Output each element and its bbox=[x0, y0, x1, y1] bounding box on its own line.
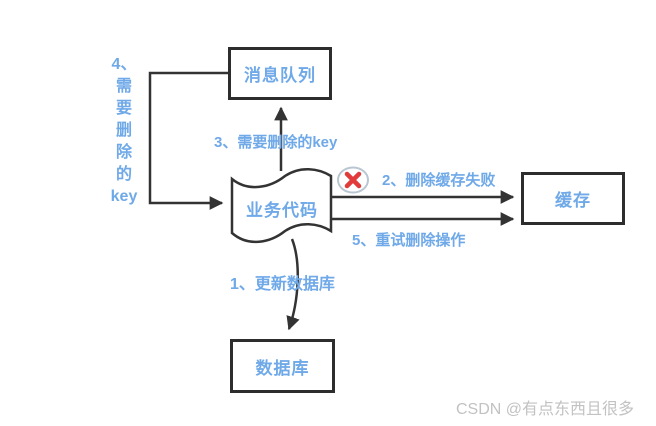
edge-step1-update-db bbox=[286, 238, 300, 331]
edge-label-step3: 3、需要删除的key bbox=[214, 134, 338, 151]
node-database: 数据库 bbox=[230, 339, 335, 393]
business-code-shape bbox=[230, 168, 333, 243]
edge-label-step1: 1、更新数据库 bbox=[230, 276, 335, 293]
edge-label-step4: 4、 需 要 删 除 的 key bbox=[110, 56, 138, 205]
csdn-watermark: CSDN @有点东西且很多 bbox=[455, 401, 634, 418]
edge-step4-return-key bbox=[148, 71, 228, 210]
edge-label-step5: 5、重试删除操作 bbox=[352, 232, 466, 249]
error-cross-circle-icon bbox=[337, 166, 369, 194]
node-database-label: 数据库 bbox=[255, 358, 310, 378]
node-cache-label: 缓存 bbox=[555, 191, 591, 210]
node-cache: 缓存 bbox=[521, 172, 625, 225]
node-message-queue: 消息队列 bbox=[228, 47, 332, 100]
edge-label-step2: 2、删除缓存失败 bbox=[382, 172, 496, 189]
node-business-code-label: 业务代码 bbox=[246, 201, 318, 220]
node-message-queue-label: 消息队列 bbox=[244, 66, 316, 85]
